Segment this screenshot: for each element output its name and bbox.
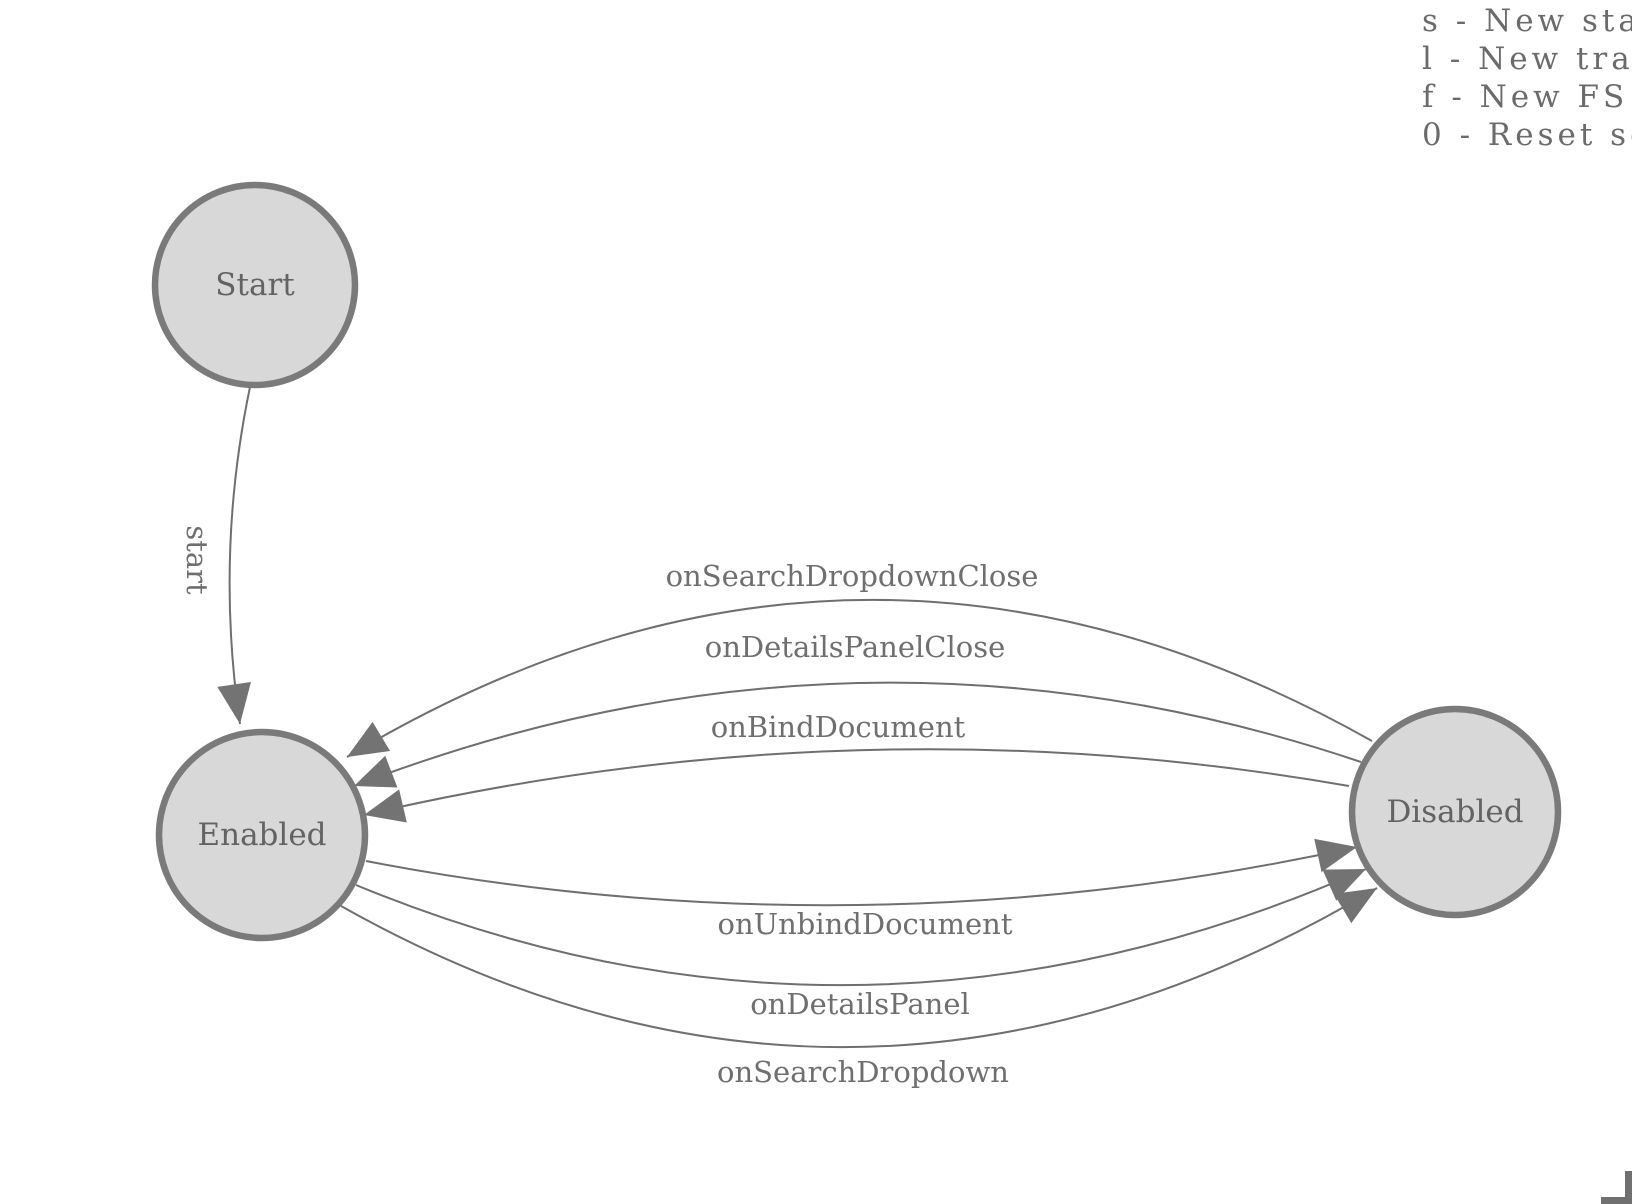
transition-label-onBindDocument: onBindDocument <box>711 710 966 744</box>
transition-path-onDetailsPanel[interactable] <box>355 868 1367 987</box>
transition-onDetailsPanelClose[interactable]: onDetailsPanelClose <box>353 630 1362 788</box>
clipped-corner-element <box>1601 1171 1632 1204</box>
state-circle-start[interactable] <box>151 181 359 389</box>
state-label-enabled: Enabled <box>197 817 326 853</box>
hotkey-line-new-state: s - New sta <box>1422 3 1632 39</box>
transition-onBindDocument[interactable]: onBindDocument <box>363 710 1350 823</box>
hotkey-line-new-fsm: f - New FS <box>1422 79 1629 115</box>
transition-onSearchDropdown[interactable]: onSearchDropdown <box>340 887 1378 1089</box>
state-node-disabled[interactable]: Disabled <box>1348 705 1562 919</box>
transition-onUnbindDocument[interactable]: onUnbindDocument <box>365 838 1358 941</box>
transition-label-start: start <box>180 525 214 595</box>
transition-path-onDetailsPanelClose[interactable] <box>353 681 1362 788</box>
transition-path-onSearchDropdownClose[interactable] <box>346 599 1373 758</box>
transition-start[interactable]: start <box>180 386 251 725</box>
transition-path-onBindDocument[interactable] <box>363 748 1350 823</box>
transition-label-onSearchDropdownClose: onSearchDropdownClose <box>666 559 1039 593</box>
state-label-disabled: Disabled <box>1386 794 1523 830</box>
transition-label-onSearchDropdown: onSearchDropdown <box>717 1055 1009 1089</box>
transition-path-start[interactable] <box>217 386 251 725</box>
transition-onSearchDropdownClose[interactable]: onSearchDropdownClose <box>346 559 1373 758</box>
state-node-enabled[interactable]: Enabled <box>155 728 369 942</box>
state-circle-enabled[interactable] <box>155 728 369 942</box>
state-node-start[interactable]: Start <box>151 181 359 389</box>
state-label-start: Start <box>215 267 295 303</box>
transition-label-onDetailsPanel: onDetailsPanel <box>750 987 970 1021</box>
transition-onDetailsPanel[interactable]: onDetailsPanel <box>355 868 1367 1021</box>
hotkey-line-new-transition: l - New tran <box>1422 41 1632 77</box>
transition-label-onUnbindDocument: onUnbindDocument <box>718 907 1013 941</box>
transition-path-onUnbindDocument[interactable] <box>365 838 1358 907</box>
hotkey-legend: s - New sta l - New tran f - New FS 0 - … <box>1422 2 1632 154</box>
transition-path-onSearchDropdown[interactable] <box>340 887 1378 1049</box>
state-circle-disabled[interactable] <box>1348 705 1562 919</box>
transition-label-onDetailsPanelClose: onDetailsPanelClose <box>705 630 1006 664</box>
hotkey-line-reset-scale: 0 - Reset sc <box>1422 117 1632 153</box>
